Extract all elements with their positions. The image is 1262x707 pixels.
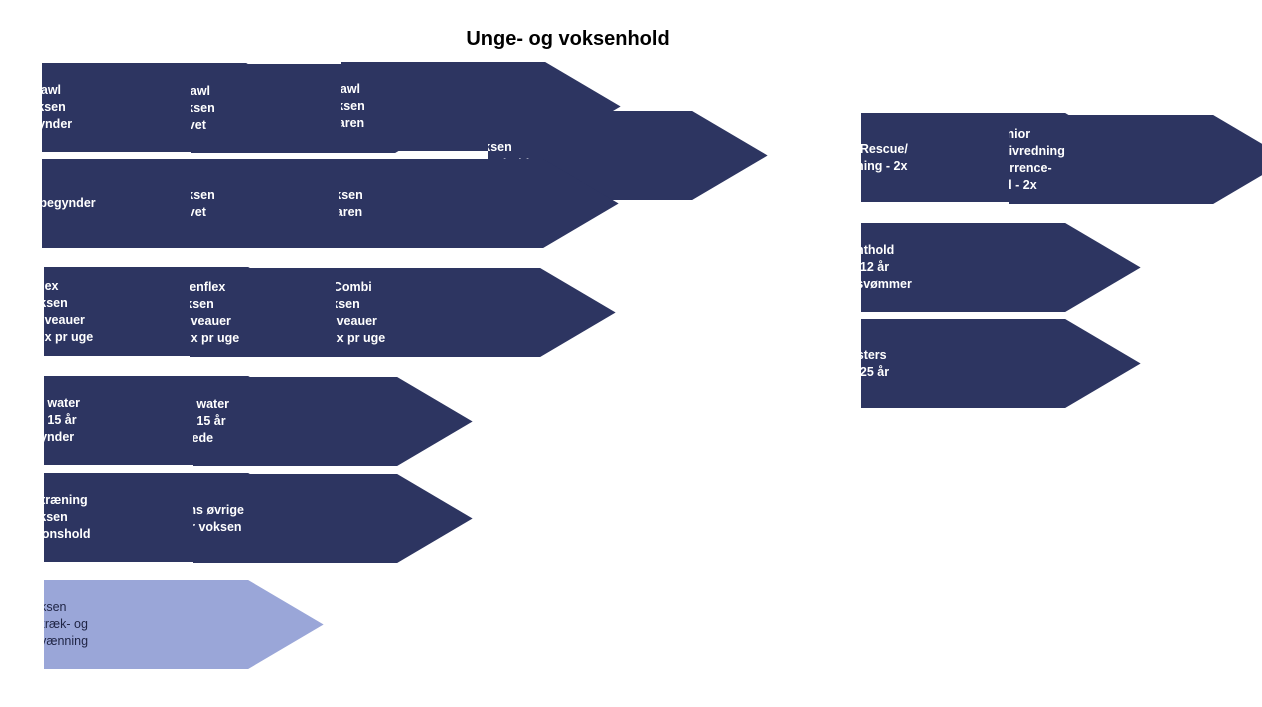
chevron-label-line: øvet bbox=[180, 204, 206, 219]
chevron-label-line: Voksen bbox=[24, 510, 68, 524]
chevron-label-line: Op til 8 x pr uge bbox=[290, 330, 386, 345]
chevron-label-line: Alle niveauer bbox=[153, 313, 231, 328]
chevron-label-line: Junior bbox=[991, 126, 1031, 141]
chevron-label-line: hold - 2x bbox=[985, 177, 1037, 192]
chevron-label-line: Alle niveauer bbox=[7, 312, 85, 327]
chevron-label-line: erfaren bbox=[319, 204, 363, 219]
chevron-label-line: Open water bbox=[160, 397, 230, 411]
chevron-label-line: Tidl. K-svømmer bbox=[814, 277, 912, 291]
chevron-label-line: Vandskræk- og bbox=[4, 617, 88, 631]
chevron-label-line: Livredning - 2x bbox=[818, 158, 908, 173]
chevron-label-line: Fra 25 år bbox=[836, 364, 890, 379]
chevron-label-line: Voksen begynder bbox=[0, 196, 96, 210]
chevron-label-line: Morgenflex bbox=[158, 279, 226, 294]
chevron-label-line: Flex Combi bbox=[304, 279, 372, 294]
page-title: Unge- og voksenhold bbox=[466, 28, 670, 50]
chevron-label-line: Voksen bbox=[22, 100, 66, 114]
chevron-label-line: Voksen bbox=[319, 187, 363, 202]
chevron-label-line: Voksen bbox=[321, 99, 365, 113]
chevron-label-line: erfaren bbox=[321, 116, 365, 130]
chevron-label-line: Voksen bbox=[171, 187, 215, 202]
chevron-label-line: Voksen bbox=[171, 101, 215, 115]
chevron-label-line: Flex bbox=[33, 278, 59, 293]
chevron-label-line: Open water bbox=[11, 396, 81, 410]
chevron-label-line: Alle niveauer bbox=[299, 313, 377, 328]
chevron-label-line: Crawl bbox=[175, 84, 211, 98]
chevron-label-line: Crawl bbox=[26, 83, 62, 97]
chevron-label-line: begynder bbox=[17, 430, 75, 444]
chevron-label-line: øvede bbox=[176, 431, 214, 445]
chevron-label-line: Konkurrence- bbox=[970, 160, 1052, 175]
chevron-label-line: Voksen bbox=[316, 296, 360, 311]
chevron-label-line: Invitationshold bbox=[1, 527, 91, 541]
chevron-label-line: Voksen bbox=[25, 600, 67, 614]
chevron-label-line: øvet bbox=[180, 118, 206, 132]
chevron-label-line: Voksen bbox=[468, 139, 512, 154]
chevron-label-line: Voksen bbox=[24, 295, 68, 310]
chevron-label-line: Crawl bbox=[325, 82, 361, 96]
chevron-label-line: Over 15 år bbox=[164, 414, 226, 428]
chevron-label-line: Voksen bbox=[170, 296, 214, 311]
chevron-label-line: begynder bbox=[15, 117, 73, 131]
chevron-label-line: vandtilvænning bbox=[3, 634, 89, 648]
chevron-label-line: Rescue/livredning bbox=[957, 143, 1065, 158]
chevron-label-line: Sprinthold bbox=[831, 243, 895, 257]
chevron-label-line: Klubbens øvrige bbox=[146, 502, 244, 517]
chevron-label-line: Op til 5 x pr uge bbox=[144, 330, 240, 345]
chevron-label-line: Fokustræning bbox=[4, 493, 88, 507]
chevron-label-line: Over 15 år bbox=[15, 413, 77, 427]
chevron-label-line: Fra 12 år bbox=[836, 260, 890, 274]
chevron-label-line: Masters bbox=[839, 347, 887, 362]
chevron-label-line: hold for voksen bbox=[148, 519, 242, 534]
chevron-label-line: Op til 3 x pr uge bbox=[0, 329, 94, 344]
chevron-label-line: Junior Rescue/ bbox=[818, 141, 908, 156]
